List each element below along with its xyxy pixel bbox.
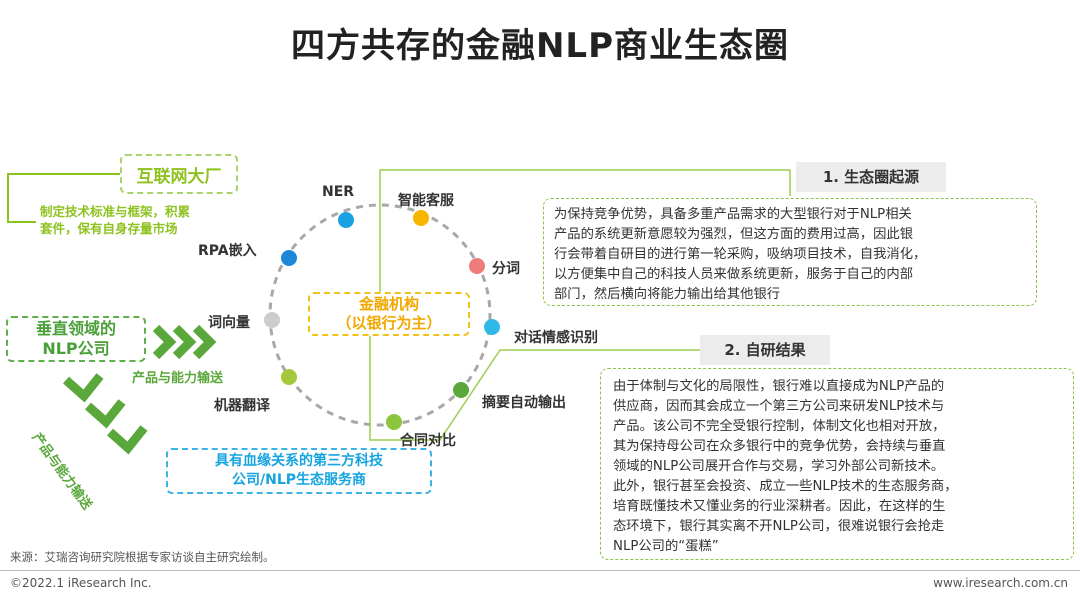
section2-line: 产品。该公司不完全受银行控制，体制文化也相对开放， [613,419,946,434]
connector-to-section1 [379,169,791,292]
internet-giants-label: 互联网大厂 [136,166,222,187]
node-summary-label: 摘要自动输出 [482,395,566,411]
node-rpa-dot [281,250,297,266]
copyright: ©2022.1 iResearch Inc. [10,576,152,590]
section2-line: 由于体制与文化的局限性，银行难以直接成为NLP产品的 [613,379,945,394]
node-smart-service-dot [413,210,429,226]
vertical-nlp-company-box: 垂直领域的 NLP公司 [6,316,146,362]
section2-text-box: 由于体制与文化的局限性，银行难以直接成为NLP产品的 供应商，因而其会成立一个第… [600,368,1074,560]
section2-line: 领域的NLP公司展开合作与交易，学习外部公司新技术。 [613,459,945,474]
node-contract-label: 合同对比 [400,433,456,449]
vertical-company-line2: NLP公司 [42,339,110,358]
third-party-line1: 具有血缘关系的第三方科技 [215,453,383,469]
chevron-diagonal-icon [63,373,148,455]
section2-line: 态环境下，银行其实离不开NLP公司，很难说银行会抢走 [613,519,945,534]
section1-line: 产品的系统更新意愿较为强烈，但这方面的费用过高，因此银 [554,227,914,242]
section2-line: 供应商，因而其会成立一个第三方公司来研发NLP技术与 [613,399,945,414]
node-translation-label: 机器翻译 [214,398,270,414]
section1-line: 为保持竞争优势，具备多重产品需求的大型银行对于NLP相关 [554,207,912,222]
section1-title: 1. 生态圈起源 [796,162,946,192]
finance-line1: 金融机构 [358,295,419,313]
node-ner-label: NER [322,184,355,200]
node-translation-dot [281,369,297,385]
source-note: 来源：艾瑞咨询研究院根据专家访谈自主研究绘制。 [10,550,275,564]
internet-giants-desc: 制定技术标准与框架，积累 套件，保有自身存量市场 [40,203,190,237]
node-smart-service-label: 智能客服 [398,193,454,209]
page-title: 四方共存的金融NLP商业生态圈 [290,26,790,66]
node-sentiment-label: 对话情感识别 [514,330,598,346]
node-segmentation-dot [469,258,485,274]
node-wordvec-dot [264,312,280,328]
website-link[interactable]: www.iresearch.com.cn [933,576,1068,590]
node-wordvec-label: 词向量 [208,315,250,331]
output-label-horizontal: 产品与能力输送 [132,371,224,386]
node-rpa-label: RPA嵌入 [198,243,257,259]
section1-line: 以方便集中自己的科技人员来做系统更新，服务于自己的内部 [554,267,914,282]
section1-line: 部门，然后横向将能力输出给其他银行 [554,287,781,302]
node-contract-dot [386,414,402,430]
footer-divider [0,570,1080,571]
section2-line: 其为保持母公司在众多银行中的竞争优势，会持续与垂直 [613,439,946,454]
node-ner-dot [338,212,354,228]
chevron-right-icon [152,324,217,360]
connector-to-section2 [369,336,700,441]
vertical-company-line1: 垂直领域的 [35,319,116,338]
node-segmentation-label: 分词 [492,261,520,277]
section2-line: NLP公司的“蛋糕” [613,539,719,554]
node-summary-dot [453,382,469,398]
section2-line: 此外，银行甚至会投资、成立一些NLP技术的生态服务商， [613,479,958,494]
internet-bracket [7,173,120,223]
internet-desc-line2: 套件，保有自身存量市场 [40,221,178,236]
ecosystem-ring [268,203,492,427]
section1-text-box: 为保持竞争优势，具备多重产品需求的大型银行对于NLP相关 产品的系统更新意愿较为… [543,198,1037,306]
third-party-box: 具有血缘关系的第三方科技 公司/NLP生态服务商 [166,448,432,494]
section2-line: 培育既懂技术又懂业务的行业深耕者。因此，在这样的生 [613,499,946,514]
internet-giants-box: 互联网大厂 [120,154,238,194]
internet-desc-line1: 制定技术标准与框架，积累 [40,204,191,219]
finance-line2: （以银行为主） [336,314,442,332]
section1-line: 行会带着自研目的进行第一轮采购，吸纳项目技术，自我消化， [554,247,927,262]
financial-institution-box: 金融机构 （以银行为主） [308,292,470,336]
node-sentiment-dot [484,319,500,335]
third-party-line2: 公司/NLP生态服务商 [231,472,366,488]
section2-title: 2. 自研结果 [700,335,830,365]
